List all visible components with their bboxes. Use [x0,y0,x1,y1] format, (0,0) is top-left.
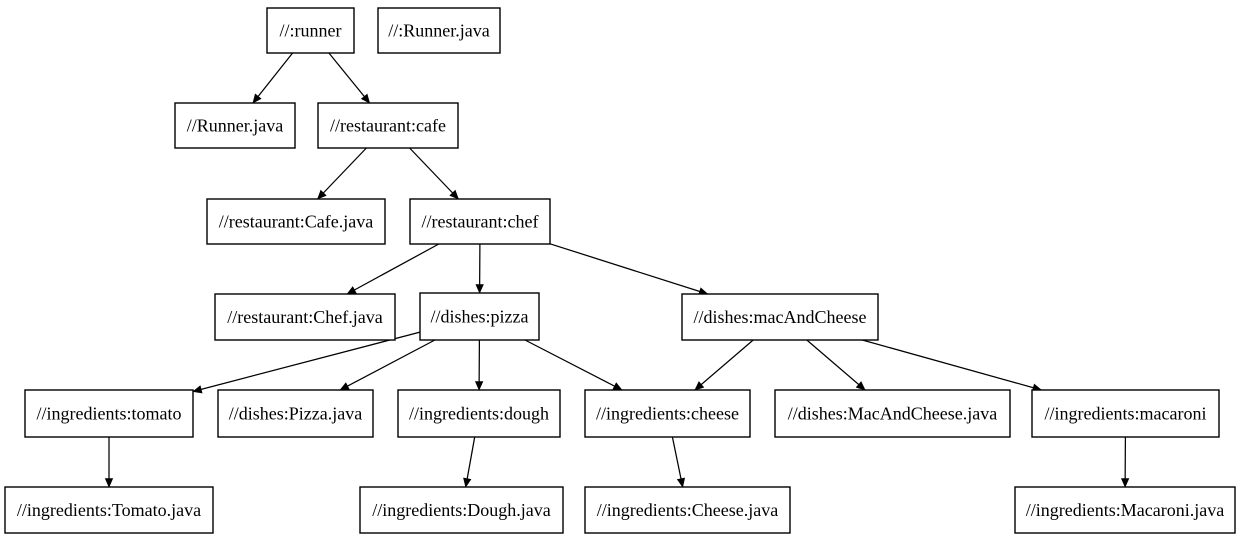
graph-node-box-chef [409,198,551,245]
graph-node-box-cheese [584,389,751,438]
graph-node-box-pizza_java [217,389,374,438]
graph-node-label-dough_java: //ingredients:Dough.java [372,500,550,520]
graph-node-box-macaroni_java [1014,486,1236,534]
graph-edge-mac_and_cheese-to-macaroni [862,339,1043,392]
graph-node-pizza_java: //dishes:Pizza.java [217,389,374,438]
graph-node-chef: //restaurant:chef [409,198,551,245]
graph-edge-cheese-to-cheese_java [671,436,686,488]
graph-node-box-dough [397,389,561,438]
graph-node-label-cheese_java: //ingredients:Cheese.java [597,500,778,520]
graph-node-tomato_java: //ingredients:Tomato.java [4,486,214,534]
graph-node-label-mac_and_cheese_java: //dishes:MacAndCheese.java [788,404,997,424]
graph-node-cheese_java: //ingredients:Cheese.java [584,486,791,534]
graph-node-macaroni_java: //ingredients:Macaroni.java [1014,486,1236,534]
graph-node-label-runner: //:runner [280,21,342,41]
graph-edge-chef-to-mac_and_cheese [549,243,709,296]
graph-node-mac_and_cheese_java: //dishes:MacAndCheese.java [774,389,1011,438]
graph-edge-runner-to-runner_java [252,52,294,104]
graph-node-box-cheese_java [584,486,791,534]
graph-node-dough: //ingredients:dough [397,389,561,438]
graph-node-runner_java: //Runner.java [174,102,296,149]
graph-node-pizza: //dishes:pizza [419,292,540,341]
graph-node-label-chef: //restaurant:chef [422,212,539,232]
graph-node-box-macaroni [1031,389,1220,438]
graph-node-box-dough_java [359,486,564,534]
graph-edge-pizza-to-tomato [192,331,421,394]
graph-node-label-chef_java: //restaurant:Chef.java [227,307,382,327]
graph-edge-runner-to-cafe [328,52,371,104]
graph-node-box-tomato_java [4,486,214,534]
graph-edge-dough-to-dough_java [463,436,476,488]
graph-node-label-cafe: //restaurant:cafe [330,116,446,136]
graph-node-box-runner_java_file [377,7,501,54]
graph-node-label-runner_java_file: //:Runner.java [388,21,489,41]
graph-node-label-tomato_java: //ingredients:Tomato.java [17,500,201,520]
graph-node-dough_java: //ingredients:Dough.java [359,486,564,534]
graph-node-label-cafe_java: //restaurant:Cafe.java [219,212,373,232]
edge-layer [104,52,1130,488]
graph-node-box-pizza [419,292,540,341]
graph-node-tomato: //ingredients:tomato [24,389,194,438]
graph-node-box-mac_and_cheese_java [774,389,1011,438]
graph-node-cafe_java: //restaurant:Cafe.java [206,198,386,245]
node-layer: //:runner //:Runner.java //Runner.java //re… [4,7,1236,534]
graph-node-label-mac_and_cheese: //dishes:macAndCheese [694,307,867,327]
graph-node-box-chef_java [214,293,396,341]
graph-node-label-tomato: //ingredients:tomato [37,404,182,424]
graph-node-box-cafe [317,102,459,149]
graph-node-macaroni: //ingredients:macaroni [1031,389,1220,438]
graph-node-label-pizza_java: //dishes:Pizza.java [229,404,362,424]
graph-edge-cafe-to-cafe_java [317,147,367,200]
graph-edge-chef-to-chef_java [346,243,440,295]
graph-node-box-runner [266,7,355,54]
graph-edge-mac_and_cheese-to-mac_and_cheese_java [806,339,866,391]
graph-node-label-pizza: //dishes:pizza [431,307,529,327]
graph-node-cheese: //ingredients:cheese [584,389,751,438]
graph-node-box-tomato [24,389,194,438]
graph-edge-pizza-to-pizza_java [339,339,436,391]
graph-node-label-cheese: //ingredients:cheese [596,404,739,424]
graph-node-box-runner_java [174,102,296,149]
graph-node-box-mac_and_cheese [681,293,879,341]
graph-node-label-dough: //ingredients:dough [409,404,549,424]
graph-node-label-runner_java: //Runner.java [187,116,283,136]
graph-node-cafe: //restaurant:cafe [317,102,459,149]
graph-edge-mac_and_cheese-to-cheese [694,339,754,391]
graph-node-label-macaroni_java: //ingredients:Macaroni.java [1026,500,1224,520]
graph-node-chef_java: //restaurant:Chef.java [214,293,396,341]
graph-edge-cafe-to-chef [409,147,459,200]
graph-node-runner: //:runner [266,7,355,54]
graph-node-label-macaroni: //ingredients:macaroni [1045,404,1207,424]
graph-node-box-cafe_java [206,198,386,245]
graph-edge-pizza-to-cheese [524,339,623,391]
graph-node-mac_and_cheese: //dishes:macAndCheese [681,293,879,341]
graph-node-runner_java_file: //:Runner.java [377,7,501,54]
